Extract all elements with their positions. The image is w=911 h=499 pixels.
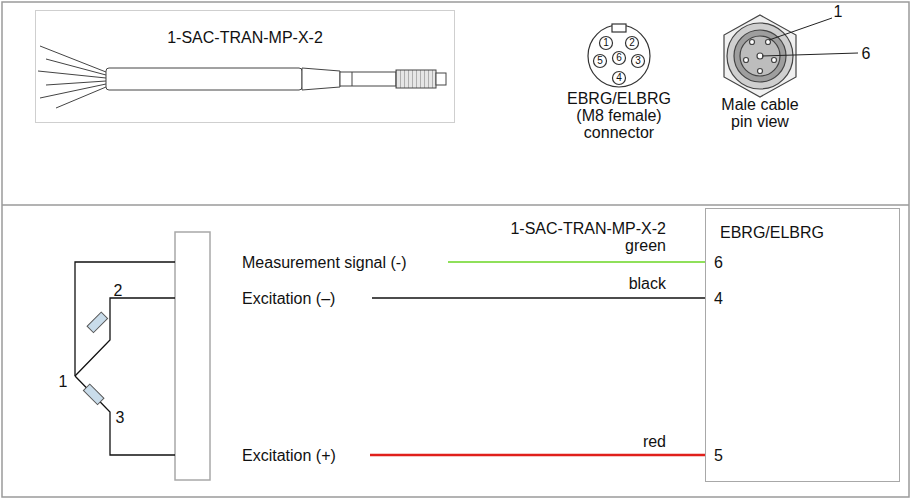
view-caption: Male cable pin view bbox=[714, 96, 806, 130]
signal-name: Excitation (+) bbox=[242, 447, 336, 464]
red-wire bbox=[370, 454, 705, 457]
pin-number: 6 bbox=[714, 254, 723, 271]
wire-color: green bbox=[625, 237, 666, 254]
wire-color: black bbox=[629, 275, 666, 292]
box-title: EBRG/ELBRG bbox=[720, 224, 899, 242]
device-box: EBRG/ELBRG bbox=[705, 208, 900, 482]
terminal-number: 2 bbox=[114, 282, 123, 299]
pin-number: 5 bbox=[597, 56, 603, 66]
cable-name: 1-SAC-TRAN-MP-X-2 bbox=[510, 220, 666, 237]
bridge-circuit bbox=[75, 262, 175, 455]
cable-drawing bbox=[38, 46, 446, 108]
divider-line bbox=[2, 204, 909, 206]
cable-box: 1-SAC-TRAN-MP-X-2 bbox=[35, 10, 455, 123]
female-connector-face bbox=[588, 24, 650, 87]
terminal-number: 3 bbox=[116, 409, 125, 426]
callout-number: 6 bbox=[862, 45, 871, 62]
signal-name: Excitation (–) bbox=[242, 290, 335, 307]
pin-number: 1 bbox=[603, 38, 609, 48]
black-wire bbox=[372, 297, 705, 299]
terminal-number: 1 bbox=[59, 373, 68, 390]
green-wire bbox=[448, 261, 705, 263]
terminal-block bbox=[175, 232, 210, 480]
male-connector-face bbox=[724, 15, 858, 97]
pin-number: 4 bbox=[714, 290, 723, 307]
pin-number: 3 bbox=[635, 56, 641, 66]
callout-number: 1 bbox=[834, 3, 843, 20]
signal-name: Measurement signal (-) bbox=[242, 254, 407, 271]
pin-number: 5 bbox=[714, 447, 723, 464]
pin-number: 4 bbox=[616, 73, 622, 83]
wire-color: red bbox=[643, 433, 666, 450]
connector-caption: EBRG/ELBRG (M8 female) connector bbox=[564, 90, 674, 141]
box-title: 1-SAC-TRAN-MP-X-2 bbox=[46, 29, 444, 47]
pin-number: 6 bbox=[616, 53, 622, 63]
pin-number: 2 bbox=[629, 38, 635, 48]
